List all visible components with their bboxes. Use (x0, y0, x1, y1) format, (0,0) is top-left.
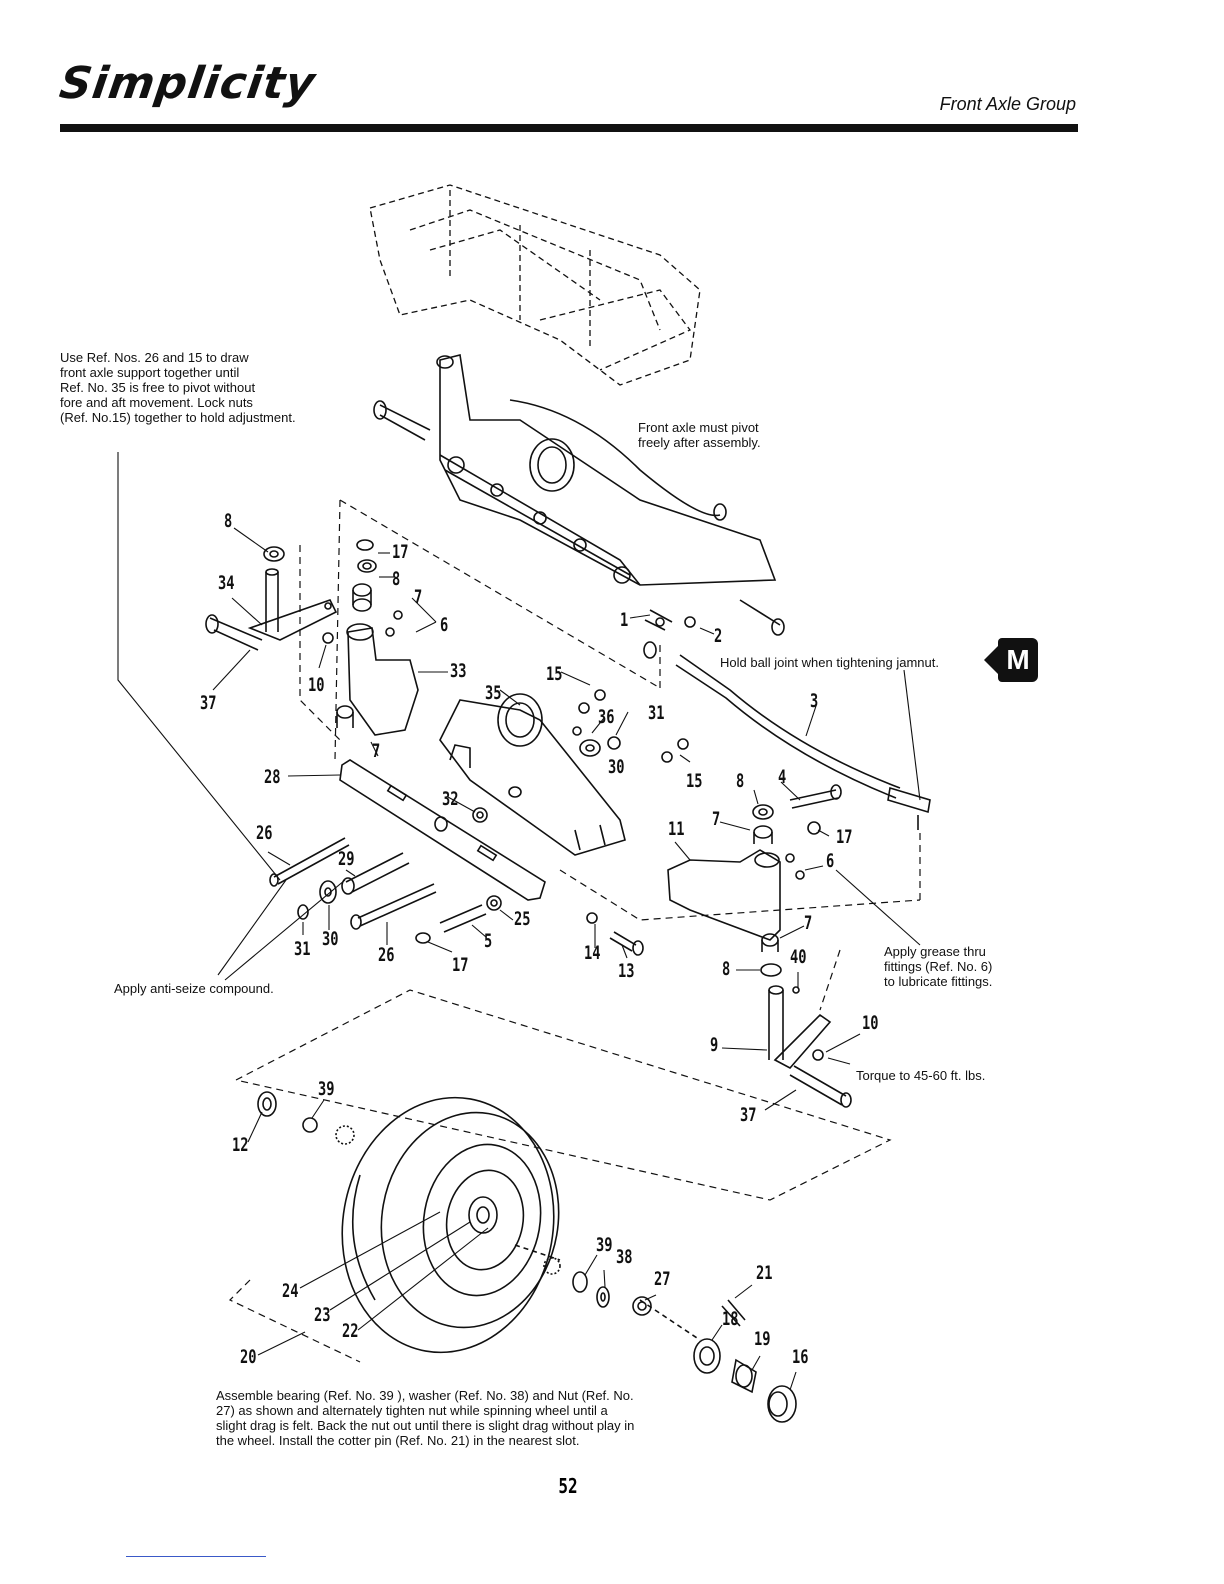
callout-16: 16 (792, 1346, 809, 1368)
callout-31: 31 (648, 702, 665, 724)
note-axle-pivot: Front axle must pivot freely after assem… (638, 420, 761, 450)
callout-27: 27 (654, 1268, 671, 1290)
callout-7: 7 (712, 808, 721, 830)
callout-9: 9 (710, 1034, 719, 1056)
spindle-bracket-left (322, 539, 419, 736)
callout-24: 24 (282, 1280, 299, 1302)
callout-8: 8 (736, 770, 745, 792)
footer-link-underline (126, 1556, 266, 1557)
callout-33: 33 (450, 660, 467, 682)
callout-14: 14 (584, 942, 601, 964)
axle-support (439, 693, 626, 856)
page-number: 52 (558, 1474, 578, 1498)
callout-25: 25 (514, 908, 531, 930)
header-rule (60, 124, 1078, 132)
callout-39: 39 (318, 1078, 335, 1100)
callout-37: 37 (200, 692, 217, 714)
callout-26: 26 (256, 822, 273, 844)
callout-34: 34 (218, 572, 235, 594)
note-anti-seize: Apply anti-seize compound. (114, 981, 274, 996)
group-dashes (228, 499, 921, 1363)
pivot-hardware (572, 689, 689, 763)
callout-19: 19 (754, 1328, 771, 1350)
leader-lines (117, 452, 921, 1391)
right-spindle (768, 985, 852, 1108)
note-bearing-assembly: Assemble bearing (Ref. No. 39 ), washer … (216, 1388, 635, 1448)
callout-7: 7 (372, 740, 381, 762)
section-m-tab: M (984, 638, 1038, 682)
callout-20: 20 (240, 1346, 257, 1368)
callout-26: 26 (378, 944, 395, 966)
section-title: Front Axle Group (939, 94, 1076, 114)
callout-35: 35 (485, 682, 502, 704)
callout-7: 7 (804, 912, 813, 934)
wheel-assembly (257, 1091, 797, 1423)
callout-32: 32 (442, 788, 459, 810)
callout-36: 36 (598, 706, 615, 728)
callout-39: 39 (596, 1234, 613, 1256)
callout-8: 8 (224, 510, 233, 532)
callout-8: 8 (722, 958, 731, 980)
tie-rod (643, 609, 931, 830)
callout-28: 28 (264, 766, 281, 788)
callout-3: 3 (810, 690, 819, 712)
callout-22: 22 (342, 1320, 359, 1342)
callout-40: 40 (790, 946, 807, 968)
callout-7: 7 (414, 586, 423, 608)
callout-18: 18 (722, 1308, 739, 1330)
axle-bar (339, 759, 546, 901)
bolts (269, 837, 644, 956)
callout-8: 8 (392, 568, 401, 590)
note-torque: Torque to 45-60 ft. lbs. (856, 1068, 986, 1083)
callout-30: 30 (608, 756, 625, 778)
callout-2: 2 (714, 625, 723, 647)
note-ball-joint: Hold ball joint when tightening jamnut. (720, 655, 939, 670)
callout-23: 23 (314, 1304, 331, 1326)
callout-15: 15 (546, 663, 563, 685)
callout-38: 38 (616, 1246, 633, 1268)
callout-12: 12 (232, 1134, 249, 1156)
callout-21: 21 (756, 1262, 773, 1284)
callout-31: 31 (294, 938, 311, 960)
left-spindle (205, 546, 338, 651)
callout-13: 13 (618, 960, 635, 982)
callout-17: 17 (836, 826, 853, 848)
spindle-bracket-right (667, 784, 842, 994)
note-axle-adjust: Use Ref. Nos. 26 and 15 to draw front ax… (60, 350, 296, 425)
note-grease: Apply grease thru fittings (Ref. No. 6) … (884, 944, 993, 989)
callout-17: 17 (452, 954, 469, 976)
callout-29: 29 (338, 848, 355, 870)
callout-17: 17 (392, 541, 409, 563)
callout-4: 4 (778, 766, 787, 788)
callout-37: 37 (740, 1104, 757, 1126)
tractor-frame-outline (369, 184, 701, 386)
callout-30: 30 (322, 928, 339, 950)
callout-6: 6 (440, 614, 449, 636)
callout-10: 10 (862, 1012, 879, 1034)
callout-5: 5 (484, 930, 493, 952)
callout-15: 15 (686, 770, 703, 792)
callout-6: 6 (826, 850, 835, 872)
callout-11: 11 (668, 818, 685, 840)
callout-1: 1 (620, 609, 629, 631)
callout-10: 10 (308, 674, 325, 696)
front-axle-assembled (373, 354, 785, 636)
